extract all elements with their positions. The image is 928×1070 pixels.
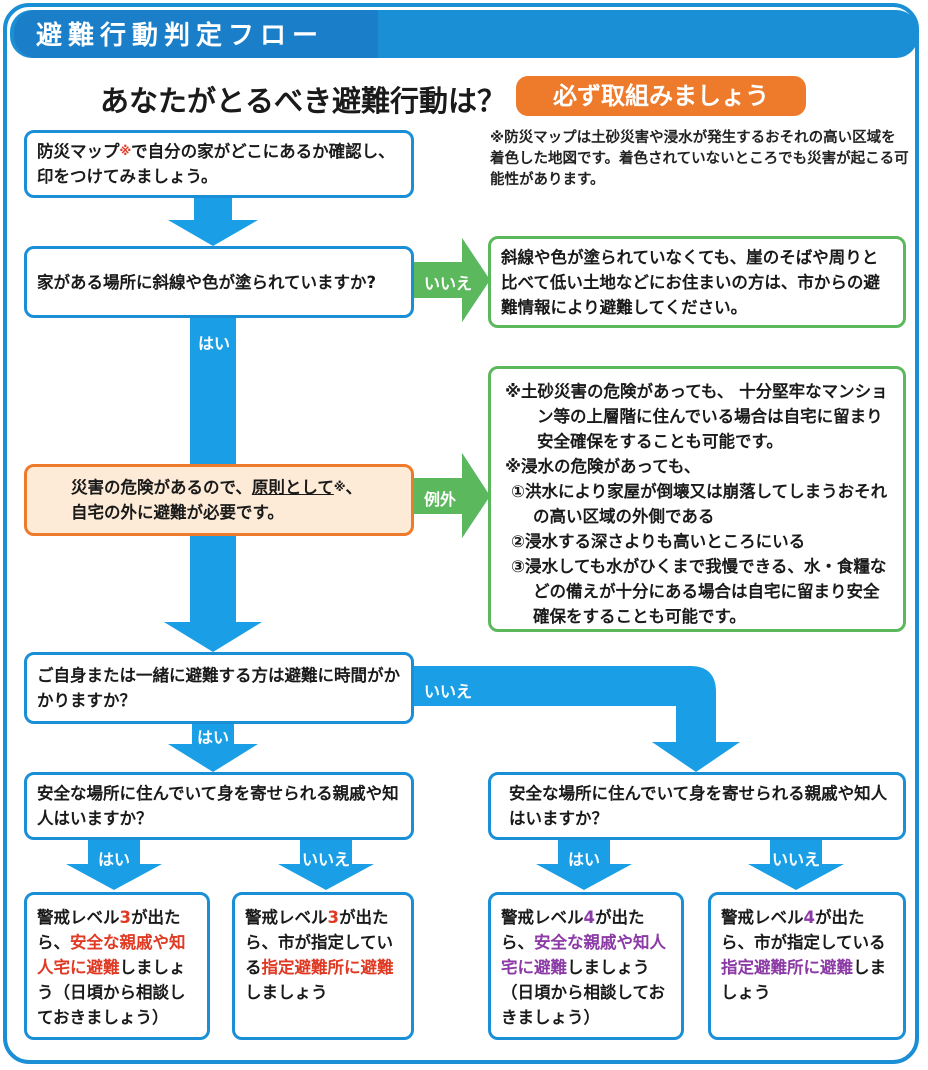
arrow-step4-no [413, 666, 740, 772]
result1-text-c: が出たら、 [37, 908, 181, 952]
result3-text-c: が出たら、 [501, 908, 645, 952]
step3-text-d: 、 [345, 478, 363, 497]
result2-text-e: しましょう [245, 983, 328, 1002]
step3-note-mark: ※ [333, 480, 346, 494]
result-1-box: 警戒レベル3が出たら、安全な親戚や知人宅に避難しましょう（日頃から相談しておきま… [24, 892, 210, 1040]
step3-principle: 原則として [251, 478, 334, 497]
step1-note-mark: ※ [119, 144, 132, 158]
step3-box: 災害の危険があるので、原則として※、 自宅の外に避難が必要です。 [24, 464, 414, 536]
label-yes-2: はい [197, 728, 230, 747]
no-result-1-text: 斜線や色が塗られていなくても、崖のそばや周りと比べて低い土地などにお住まいの方は… [501, 247, 880, 317]
page-title: 避難行動判定フロー [36, 21, 325, 51]
step1-box: 防災マップ※で自分の家がどこにあるか確認し、印をつけてみましょう。 [24, 130, 414, 198]
arrow-left-yes [66, 840, 162, 890]
step1-text-c: で自分の家がどこにあるか確認し、印をつけてみましょう。 [37, 142, 395, 186]
result4-text-e: しましょう [721, 958, 886, 1002]
result-2-box: 警戒レベル3が出たら、市が指定している指定避難所に避難しましょう [232, 892, 414, 1040]
label-no-2: いいえ [424, 682, 473, 701]
step3-text-a: 災害の危険があるので、 [71, 478, 252, 497]
title-tab [14, 10, 378, 58]
result3-action: 安全な親戚や知人宅に避難 [501, 933, 666, 977]
arrow-step1-down [168, 198, 258, 246]
no-result-1-box: 斜線や色が塗られていなくても、崖のそばや周りと比べて低い土地などにお住まいの方は… [488, 236, 906, 328]
exception-condition-2: ②浸水する深さよりも高いところにいる [511, 532, 806, 551]
result2-action: 指定避難所に避難 [261, 958, 394, 977]
result-4-box: 警戒レベル4が出たら、市が指定している指定避難所に避難しましょう [708, 892, 906, 1040]
step2-box: 家がある場所に斜線や色が塗られていますか? [24, 246, 414, 318]
arrow-right-yes [536, 840, 632, 890]
exception-condition-1: ①洪水により家屋が倒壊又は崩落してしまうおそれの高い区域の外側である [511, 482, 888, 526]
label-yes-1: はい [198, 334, 231, 353]
result3-text-e: しましょう（日頃から相談しておきましょう） [501, 958, 666, 1027]
outer-frame [3, 3, 919, 1064]
label-no-3: いいえ [302, 850, 351, 869]
result2-level: 3 [327, 908, 339, 927]
label-yes-3: はい [98, 850, 131, 869]
step1-text-a: 防災マップ [37, 142, 120, 161]
exception-notes-box: ※土砂災害の危険があっても、 十分堅牢なマンション等の上層階に住んでいる場合は自… [488, 366, 906, 632]
step4-box: ご自身または一緒に避難する方は避難に時間がかかりますか？ [24, 652, 414, 724]
result4-level: 4 [803, 908, 815, 927]
result1-text-e: しましょう（日頃から相談しておきましょう） [37, 958, 186, 1027]
hazard-map-note: ※防災マップは土砂災害や浸水が発生するおそれの高い区域を着色した地図です。着色さ… [490, 130, 909, 188]
step3-text-e: 自宅の外に避難が必要です。 [71, 503, 284, 522]
arrow-step4-yes [168, 722, 258, 772]
step5-left-box: 安全な場所に住んでいて身を寄せられる親戚や知人はいますか？ [24, 772, 414, 840]
arrow-left-no [278, 840, 374, 890]
label-exception: 例外 [424, 490, 457, 509]
result4-text-a: 警戒レベル [721, 908, 804, 927]
label-yes-4: はい [568, 850, 601, 869]
result4-text-c: が出たら、市が指定している [721, 908, 886, 952]
arrow-right-no [748, 840, 844, 890]
step4-text: ご自身または一緒に避難する方は避難に時間がかかりますか？ [37, 666, 400, 710]
result-3-box: 警戒レベル4が出たら、安全な親戚や知人宅に避難しましょう（日頃から相談しておきま… [488, 892, 684, 1040]
result1-action: 安全な親戚や知人宅に避難 [37, 933, 186, 977]
label-no-4: いいえ [772, 850, 821, 869]
result1-level: 3 [119, 908, 131, 927]
result2-text-a: 警戒レベル [245, 908, 328, 927]
step5-right-box: 安全な場所に住んでいて身を寄せられる親戚や知人はいますか？ [488, 772, 906, 840]
result2-text-c: が出たら、市が指定している [245, 908, 394, 977]
exception-note-flood: ※浸水の危険があっても、 [505, 457, 701, 476]
main-question: あなたがとるべき避難行動は？ [100, 84, 507, 118]
step5-left-text: 安全な場所に住んでいて身を寄せられる親戚や知人はいますか？ [37, 784, 399, 828]
badge-must-do: 必ず取組みましょう [516, 76, 806, 116]
result1-text-a: 警戒レベル [37, 908, 120, 927]
step2-text: 家がある場所に斜線や色が塗られていますか? [37, 272, 377, 292]
exception-note-landslide: ※土砂災害の危険があっても、 十分堅牢なマンション等の上層階に住んでいる場合は自… [505, 382, 888, 451]
result4-action: 指定避難所に避難 [721, 958, 853, 977]
step5-right-text: 安全な場所に住んでいて身を寄せられる親戚や知人はいますか？ [509, 784, 888, 828]
label-no-1: いいえ [424, 274, 473, 293]
result3-text-a: 警戒レベル [501, 908, 584, 927]
exception-condition-3: ③浸水しても水がひくまで我慢できる、水・食糧などの備えが十分にある場合は自宅に留… [511, 557, 887, 626]
result3-level: 4 [583, 908, 595, 927]
